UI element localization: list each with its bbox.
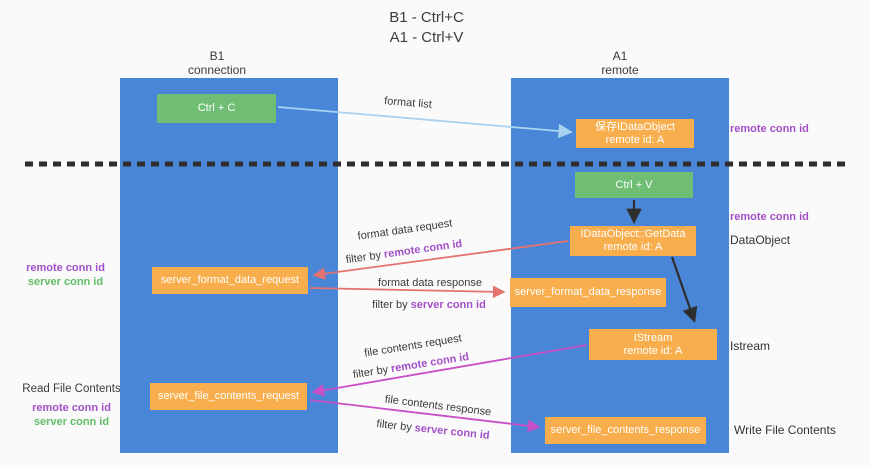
ctrl-v-label: Ctrl + V [615, 178, 653, 191]
server-format-data-response-label: server_format_data_response [514, 286, 662, 298]
server-file-contents-response-box: server_file_contents_response [545, 417, 706, 444]
save-idataobject-box: 保存IDataObject remote id: A [576, 119, 694, 148]
left-column-name: B1 [209, 49, 225, 63]
right-remote-conn-id-label-mid: remote conn id [730, 211, 809, 223]
ctrl-v-box: Ctrl + V [575, 172, 693, 198]
istream-box: IStream remote id: A [589, 329, 717, 360]
left-server-conn-id-label: server conn id [27, 276, 104, 288]
server-format-data-response-box: server_format_data_response [510, 278, 666, 307]
left-column-header: B1 connection [157, 49, 277, 77]
ctrl-c-label: Ctrl + C [197, 102, 236, 114]
filter-by-text: filter by [352, 363, 390, 382]
right-remote-conn-id-label-top: remote conn id [730, 123, 809, 135]
file-contents-response-label: file contents response [384, 393, 492, 419]
filter-by-text: filter by [372, 299, 408, 311]
diagram-title: B1 - Ctrl+C A1 - Ctrl+V [0, 8, 853, 48]
left-server-conn-id-label-2: server conn id [33, 416, 110, 428]
server-file-contents-request-box: server_file_contents_request [150, 383, 307, 410]
remote-conn-id-text: remote conn id [383, 237, 463, 261]
left-remote-conn-id-label: remote conn id [26, 262, 105, 274]
istream-side-label: Istream [730, 339, 771, 353]
left-column-subtitle: connection [187, 63, 247, 77]
server-conn-id-text: server conn id [414, 422, 491, 442]
title-line-2: A1 - Ctrl+V [389, 29, 464, 46]
save-idataobject-line1: 保存IDataObject [594, 120, 676, 133]
right-column-subtitle: remote [601, 63, 639, 77]
left-remote-conn-id-label-2: remote conn id [32, 402, 111, 414]
format-list-label: format list [383, 95, 433, 111]
write-file-contents-label: Write File Contents [734, 423, 836, 437]
idataobject-getdata-box: IDataObject::GetData remote id: A [570, 226, 696, 256]
server-file-contents-request-label: server_file_contents_request [157, 390, 300, 402]
server-format-data-request-label: server_format_data_request [160, 274, 300, 286]
getdata-line1: IDataObject::GetData [580, 228, 686, 240]
left-conn-id-stack-top: remote conn id server conn id [18, 261, 113, 289]
read-file-contents-label: Read File Contents [22, 383, 121, 395]
format-data-request-label: format data request [356, 217, 454, 243]
save-idataobject-line2: remote id: A [605, 133, 665, 146]
format-data-response-label: format data response [378, 277, 482, 289]
server-format-data-request-box: server_format_data_request [152, 267, 308, 294]
filter-by-text: filter by [375, 418, 413, 434]
istream-line1: IStream [633, 331, 673, 344]
filter-by-text: filter by [345, 249, 382, 267]
filter-by-remote-conn-id-label-1: filter byremote conn id [345, 238, 463, 266]
left-conn-id-stack-bottom: Read File Contents remote conn id server… [19, 382, 124, 429]
server-conn-id-text: server conn id [410, 299, 486, 311]
ctrl-c-box: Ctrl + C [157, 94, 276, 123]
title-line-1: B1 - Ctrl+C [389, 9, 464, 26]
dataobject-label: DataObject [730, 233, 791, 247]
istream-line2: remote id: A [623, 344, 683, 357]
remote-conn-id-text: remote conn id [390, 350, 470, 376]
right-column-header: A1 remote [560, 49, 680, 77]
server-file-contents-response-label: server_file_contents_response [550, 424, 701, 436]
right-column-name: A1 [612, 49, 628, 63]
getdata-line2: remote id: A [603, 241, 663, 253]
